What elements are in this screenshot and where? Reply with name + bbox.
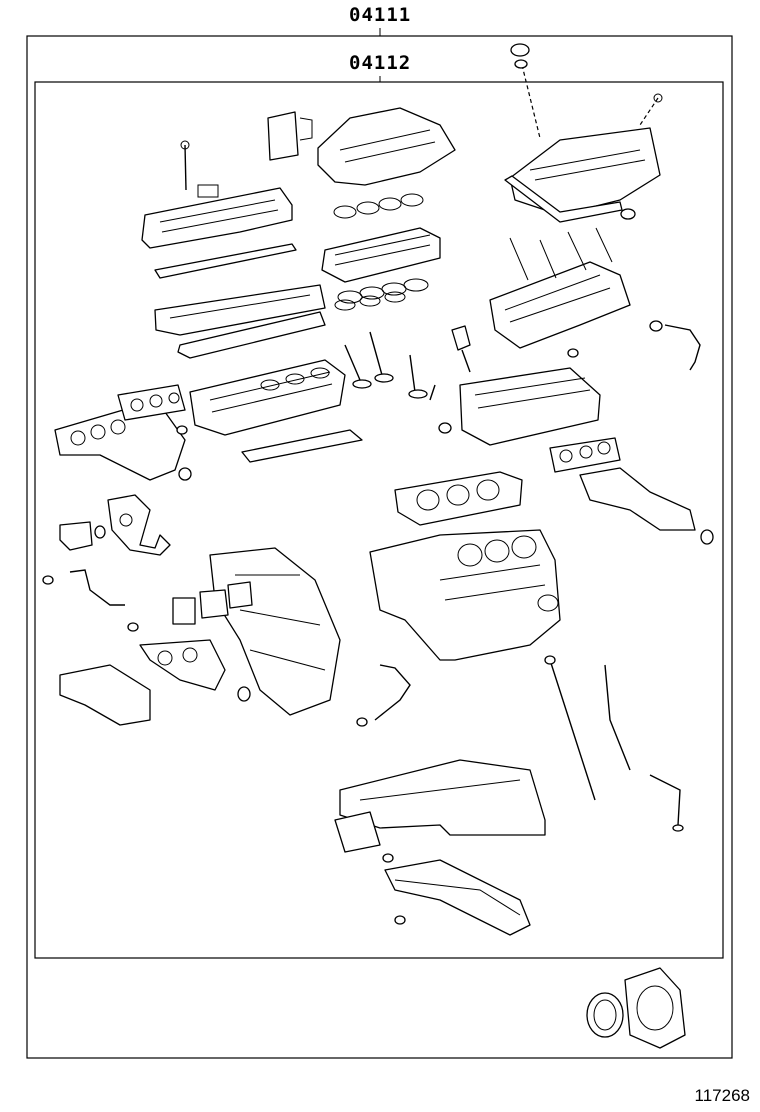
- valves: [344, 325, 471, 401]
- oil-dipstick: [544, 655, 684, 832]
- inner-kit-frame: [34, 81, 724, 959]
- head-gaskets: [241, 429, 523, 526]
- right-cylinder-head: [438, 348, 601, 446]
- oil-pan: [334, 759, 546, 936]
- left-lower-intake: [154, 284, 326, 359]
- kit-inner-part-number: 04112: [349, 52, 412, 74]
- intake-gaskets: [321, 193, 441, 311]
- intake-plenum: [267, 107, 456, 186]
- timing-chain-cover: [172, 547, 341, 716]
- figure-number: 117268: [694, 1086, 750, 1105]
- right-intake-runners: [489, 227, 701, 371]
- left-cylinder-head: [189, 359, 346, 436]
- kit-outer-part-number: 04111: [349, 4, 412, 26]
- left-exhaust-manifold: [54, 384, 192, 481]
- right-exhaust-manifold: [549, 437, 714, 545]
- sensors: [42, 569, 411, 727]
- rear-oil-seal: [586, 967, 686, 1049]
- water-pump: [59, 494, 171, 556]
- left-valve-cover: [141, 140, 297, 279]
- cylinder-block: [369, 529, 561, 661]
- right-valve-cover: [504, 43, 663, 223]
- oil-pump-gaskets: [59, 639, 226, 726]
